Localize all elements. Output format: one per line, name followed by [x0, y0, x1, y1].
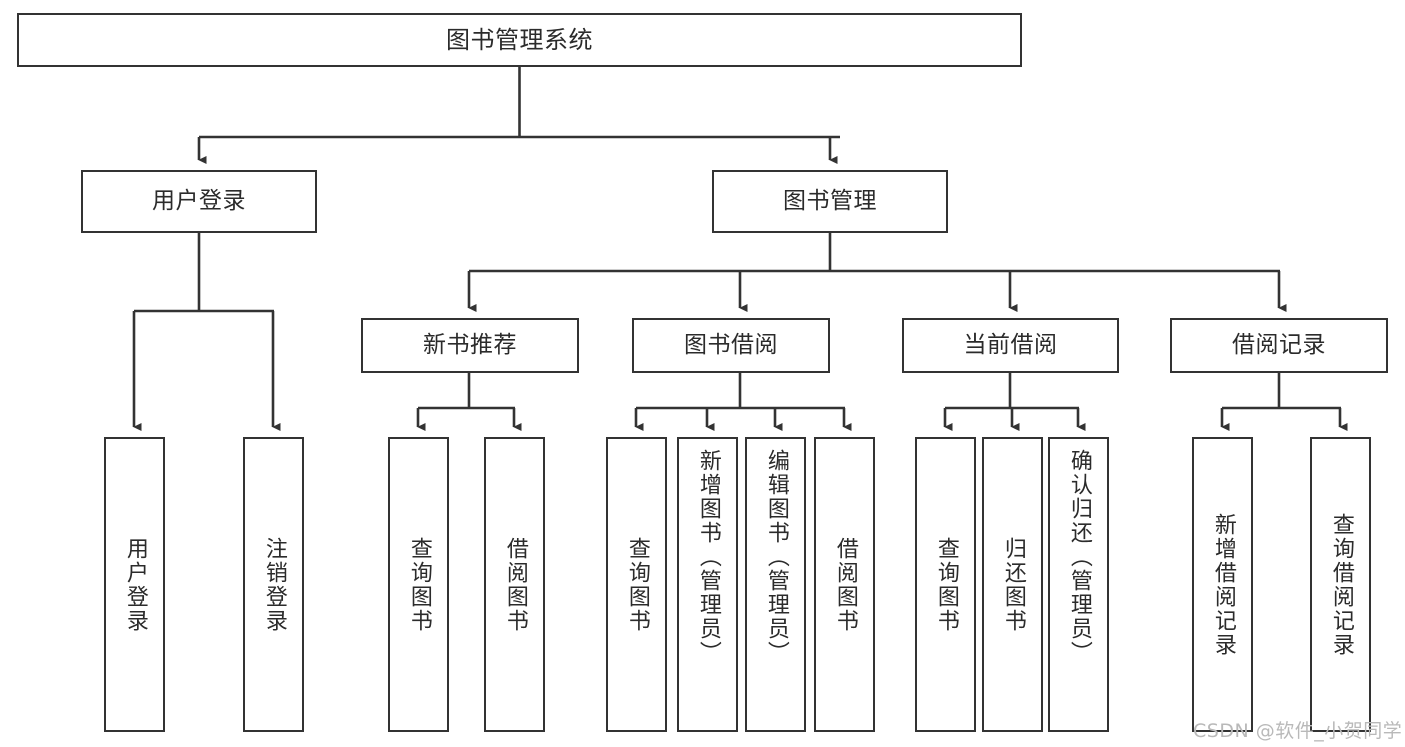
- leaf-label: 查询图书: [624, 536, 650, 633]
- leaf-return-book[interactable]: 归还图书: [982, 437, 1043, 732]
- node-borrow-record[interactable]: 借阅记录: [1170, 318, 1388, 373]
- leaf-label: 编辑图书（管理员）: [763, 449, 789, 665]
- leaf-borrow-book[interactable]: 借阅图书: [814, 437, 875, 732]
- edge-current-borrow-branch: [943, 373, 1086, 432]
- leaf-query-book-borrow[interactable]: 查询图书: [606, 437, 667, 732]
- node-user-login[interactable]: 用户登录: [81, 170, 317, 233]
- leaf-query-book-current[interactable]: 查询图书: [915, 437, 976, 732]
- leaf-label: 用户登录: [122, 536, 148, 633]
- leaf-confirm-return-admin[interactable]: 确认归还（管理员）: [1048, 437, 1109, 732]
- leaf-borrow-book-newbook[interactable]: 借阅图书: [484, 437, 545, 732]
- edge-new-book-branch: [416, 373, 522, 432]
- leaf-query-book-newbook[interactable]: 查询图书: [388, 437, 449, 732]
- node-book-borrow[interactable]: 图书借阅: [632, 318, 830, 373]
- leaf-label: 查询图书: [933, 536, 959, 633]
- leaf-label: 新增图书（管理员）: [695, 449, 721, 665]
- leaf-logout-login[interactable]: 注销登录: [243, 437, 304, 732]
- leaf-label: 借阅图书: [502, 536, 528, 633]
- edge-book-borrow-branch: [634, 373, 852, 432]
- leaf-label: 新增借阅记录: [1210, 512, 1236, 657]
- edge-borrow-record-branch: [1220, 373, 1348, 432]
- leaf-add-book-admin[interactable]: 新增图书（管理员）: [677, 437, 738, 732]
- node-current-borrow[interactable]: 当前借阅: [902, 318, 1119, 373]
- leaf-edit-book-admin[interactable]: 编辑图书（管理员）: [745, 437, 806, 732]
- leaf-label: 借阅图书: [832, 536, 858, 633]
- leaf-label: 注销登录: [261, 536, 287, 633]
- leaf-label: 查询借阅记录: [1328, 512, 1354, 657]
- edge-book-manage-branch: [467, 233, 1287, 313]
- leaf-label: 确认归还（管理员）: [1066, 449, 1092, 665]
- leaf-user-login[interactable]: 用户登录: [104, 437, 165, 732]
- leaf-add-borrow-record[interactable]: 新增借阅记录: [1192, 437, 1253, 732]
- node-book-management[interactable]: 图书管理: [712, 170, 948, 233]
- csdn-watermark: CSDN @软件_小贺同学: [1193, 720, 1403, 742]
- edge-root-stem: [197, 67, 840, 165]
- node-root-system[interactable]: 图书管理系统: [17, 13, 1022, 67]
- leaf-label: 查询图书: [406, 536, 432, 633]
- edge-user-login-branch: [132, 233, 281, 432]
- node-new-book-recommend[interactable]: 新书推荐: [361, 318, 579, 373]
- leaf-query-borrow-record[interactable]: 查询借阅记录: [1310, 437, 1371, 732]
- leaf-label: 归还图书: [1000, 536, 1026, 633]
